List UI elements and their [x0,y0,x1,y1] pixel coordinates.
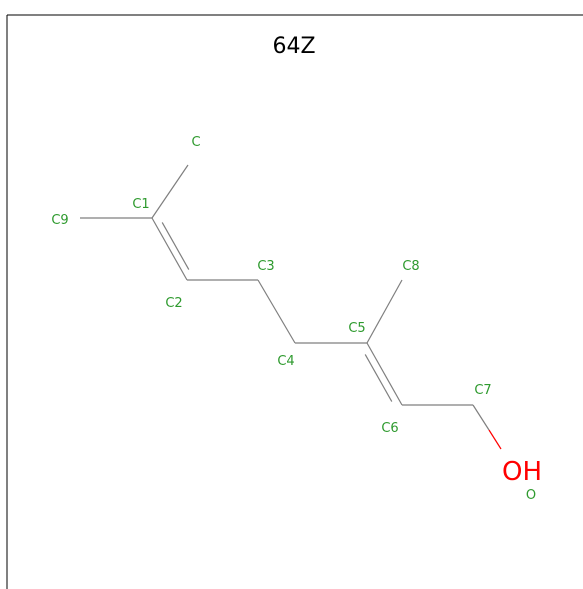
bond-c5-c8 [366,279,403,344]
diagram-title: 64Z [272,34,315,59]
atom-label-c9: C9 [51,213,68,228]
atom-label-c8: C8 [402,259,419,274]
bond-c5-c6-inner [364,354,393,402]
atom-label-c1: C1 [132,197,149,212]
atom-label-c5: C5 [348,321,365,336]
bond-c5-c6 [366,342,403,406]
bond-c1-c2 [151,217,188,281]
atom-label-o: O [526,488,536,503]
atom-label-c6: C6 [381,421,398,436]
atom-label-c: C [191,135,200,150]
bond-c3-c4 [257,279,296,344]
bond-c1-c [151,164,189,219]
bond-c1-c2-inner [161,222,190,270]
atom-label-c4: C4 [277,354,294,369]
bond-c7-o-oxygen-half [488,429,502,450]
hydroxyl-label: OH [502,457,542,487]
atom-label-c3: C3 [257,259,274,274]
atom-label-c7: C7 [474,383,491,398]
atom-label-c2: C2 [165,296,182,311]
bond-c7-o-carbon-half [472,404,490,431]
bond-layer [80,164,502,450]
